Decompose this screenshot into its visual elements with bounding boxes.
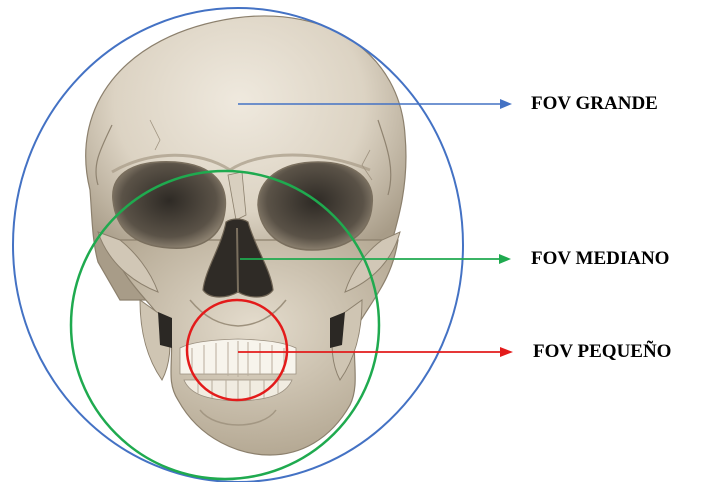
label-fov-medium: FOV MEDIANO [531,249,669,268]
label-fov-small: FOV PEQUEÑO [533,342,671,361]
upper-teeth [180,339,296,377]
label-fov-large: FOV GRANDE [531,94,658,113]
skull-illustration [86,16,406,455]
